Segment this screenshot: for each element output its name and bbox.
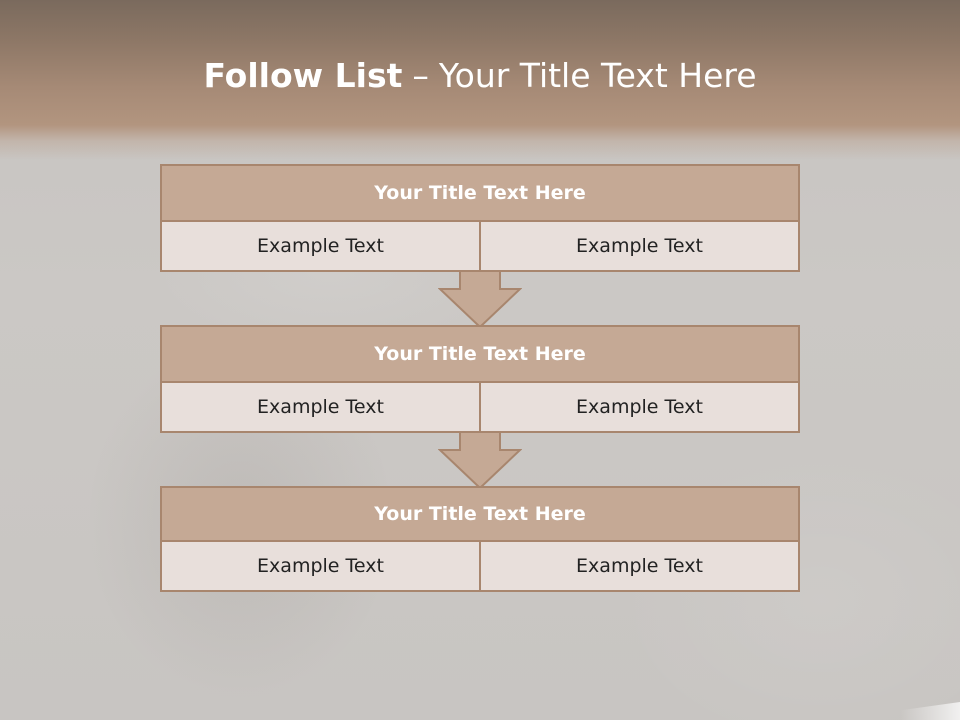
list-block-3: Your Title Text Here Example Text Exampl… — [160, 486, 800, 592]
slide-title-bold: Follow List — [203, 56, 403, 95]
block-row: Example Text Example Text — [160, 542, 800, 592]
block-cell-left: Example Text — [257, 235, 384, 257]
down-arrow-icon — [438, 271, 522, 329]
block-cell-right: Example Text — [479, 222, 798, 270]
block-cell-left: Example Text — [257, 555, 384, 577]
block-cell-right: Example Text — [479, 542, 798, 590]
title-band — [0, 0, 960, 160]
block-cell-left: Example Text — [257, 396, 384, 418]
block-title: Your Title Text Here — [160, 164, 800, 222]
block-cell-right: Example Text — [479, 383, 798, 431]
slide-title: Follow List–Your Title Text Here — [0, 56, 960, 96]
block-title: Your Title Text Here — [160, 486, 800, 542]
slide-title-rest: Your Title Text Here — [438, 56, 757, 95]
list-block-1: Your Title Text Here Example Text Exampl… — [160, 164, 800, 272]
list-block-2: Your Title Text Here Example Text Exampl… — [160, 325, 800, 433]
block-row: Example Text Example Text — [160, 383, 800, 433]
block-row: Example Text Example Text — [160, 222, 800, 272]
block-title: Your Title Text Here — [160, 325, 800, 383]
down-arrow-icon — [438, 432, 522, 490]
slide-title-dash: – — [412, 56, 429, 95]
